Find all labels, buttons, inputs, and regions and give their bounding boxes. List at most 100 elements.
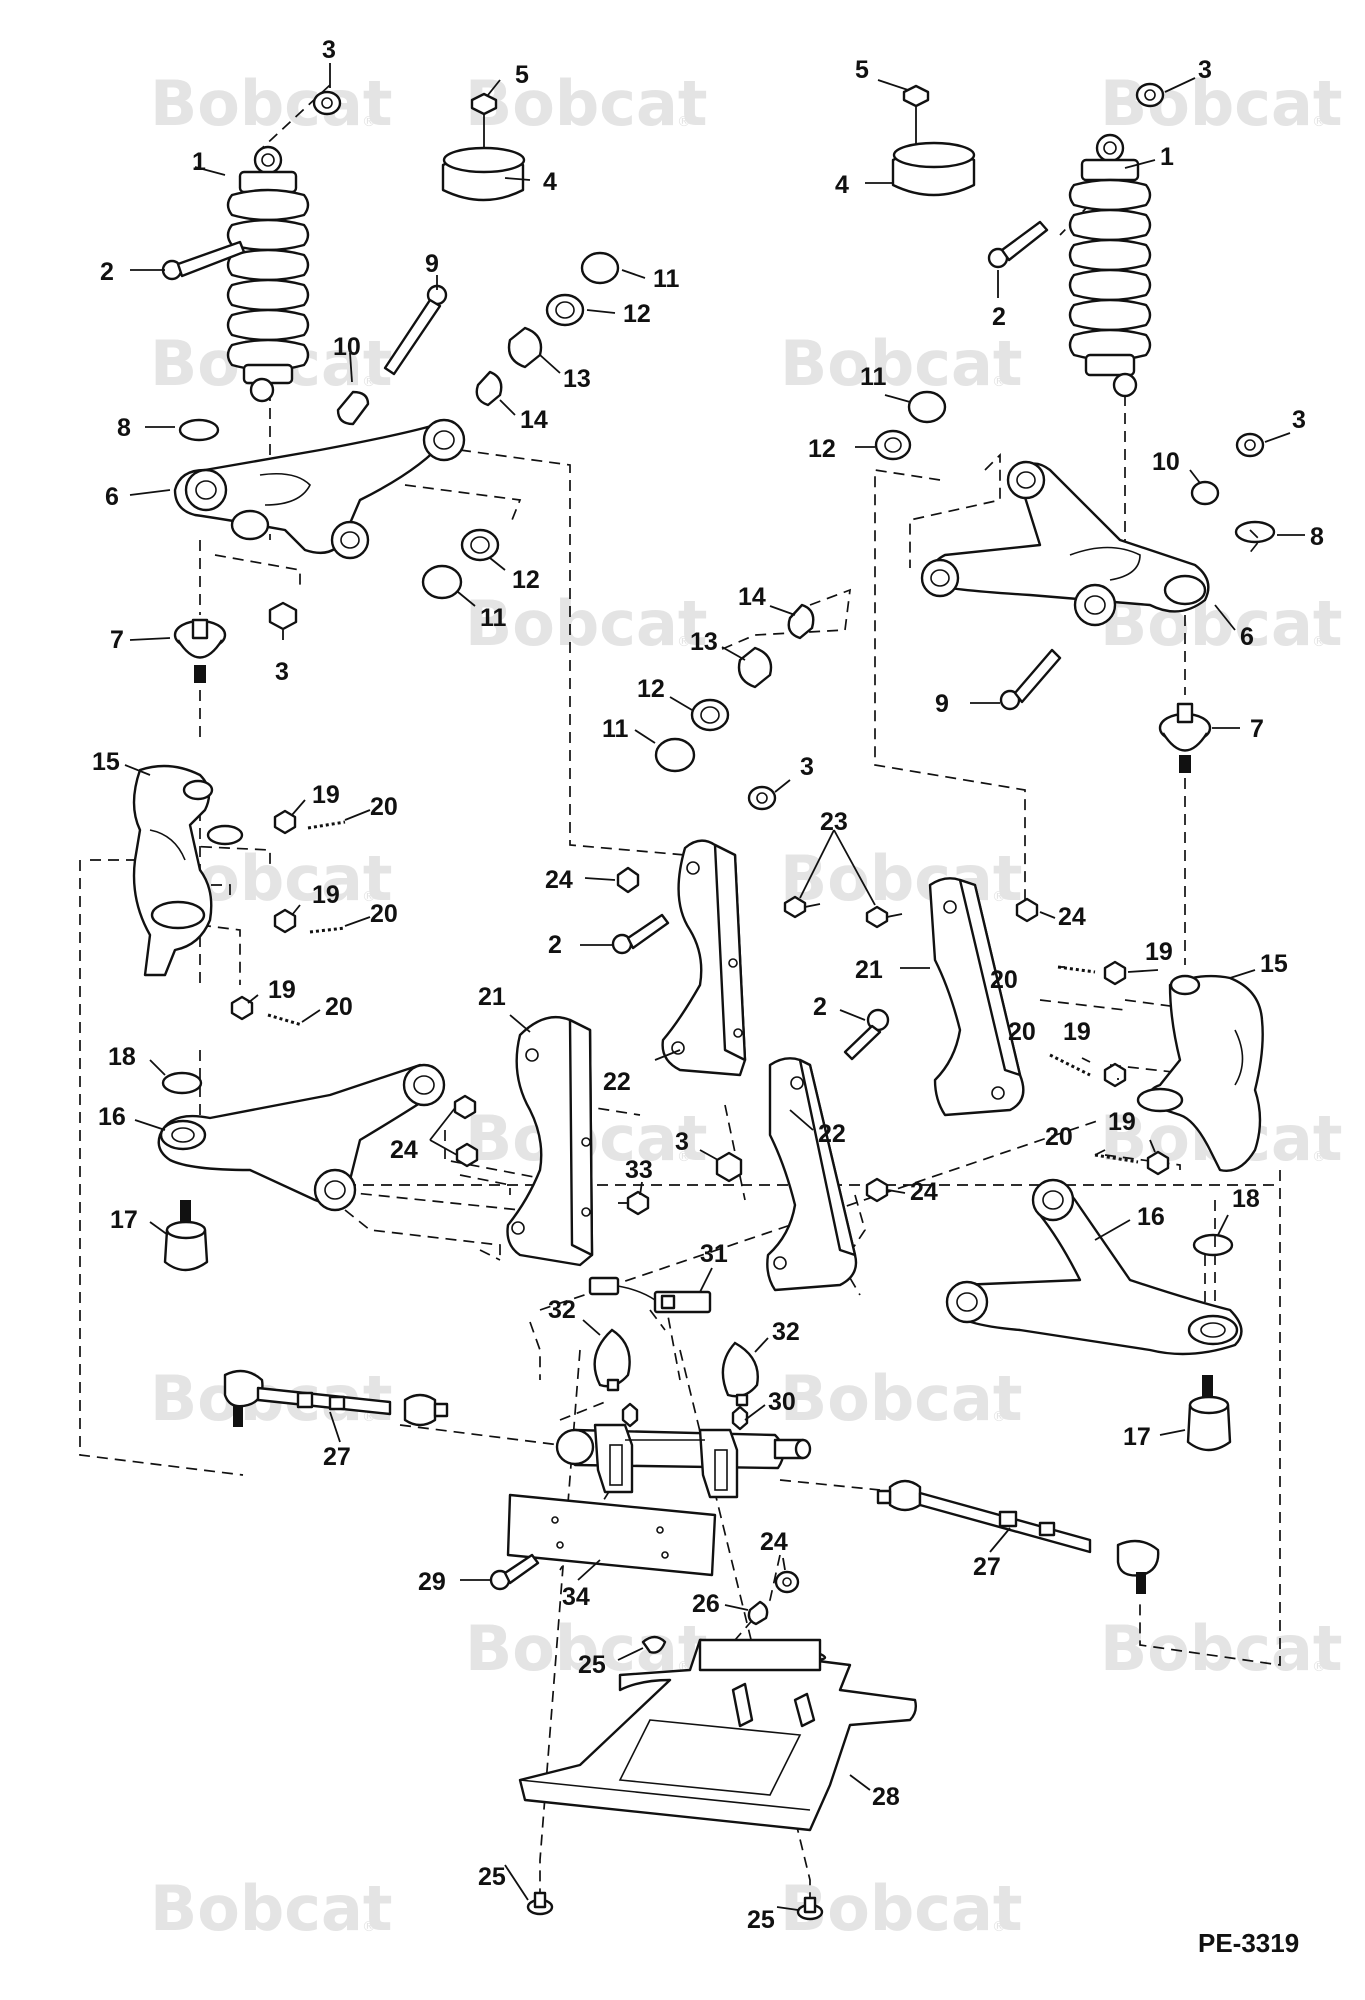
coil-over-shock-right — [1068, 133, 1152, 398]
callout-12: 12 — [623, 300, 651, 328]
svg-text:®: ® — [992, 1919, 1006, 1935]
pivot-bolt-9-right — [999, 648, 1062, 711]
callout-11: 11 — [602, 715, 629, 743]
cotter-pins-20-left — [267, 820, 346, 1027]
nut-5-right — [902, 84, 930, 145]
ball-joint-17-right — [1186, 1375, 1232, 1452]
callout-24: 24 — [1058, 903, 1086, 931]
ball-joint-7-right — [1158, 702, 1212, 773]
bracket-22-upper-left — [661, 839, 747, 1077]
callout-29: 29 — [418, 1568, 446, 1596]
nut-3-left-2 — [268, 601, 298, 631]
callout-8: 8 — [117, 414, 131, 442]
ball-joint-7-left — [173, 618, 227, 683]
callout-7: 7 — [110, 626, 124, 654]
mounting-plate-34 — [506, 1493, 717, 1577]
watermark-layer: Bobcat® Bobcat® Bobcat® Bobcat® Bobcat® … — [150, 67, 1342, 1945]
steering-knuckle-15-right — [1136, 974, 1264, 1172]
retaining-ring-11-left-2 — [421, 564, 463, 600]
svg-text:®: ® — [1312, 114, 1326, 130]
nuts-19-left — [230, 809, 297, 1021]
callout-23: 23 — [820, 808, 848, 836]
bolt-2-right — [987, 220, 1049, 269]
callout-26: 26 — [692, 1590, 720, 1618]
watermark-logo: Bobcat® — [780, 1362, 1022, 1435]
callout-25: 25 — [578, 1651, 606, 1679]
callout-17: 17 — [110, 1206, 138, 1234]
steering-rack-30 — [555, 1402, 812, 1499]
svg-text:Bobcat: Bobcat — [1100, 67, 1342, 140]
callout-1: 1 — [192, 148, 206, 176]
nut-5-left — [470, 92, 498, 150]
callout-24: 24 — [760, 1528, 788, 1556]
ring-8-left — [178, 418, 220, 442]
svg-text:Bobcat: Bobcat — [465, 587, 707, 660]
nut-3-right-2 — [1235, 432, 1265, 458]
callout-12: 12 — [512, 566, 540, 594]
bushing-10-left — [336, 390, 370, 426]
svg-text:®: ® — [1312, 634, 1326, 650]
skid-plate-28 — [518, 1638, 918, 1832]
bolt-29 — [489, 1553, 540, 1591]
callout-6: 6 — [1240, 623, 1254, 651]
callout-11: 11 — [860, 363, 887, 391]
callout-11: 11 — [480, 604, 507, 632]
callout-10: 10 — [333, 333, 361, 361]
callout-27: 27 — [323, 1443, 351, 1471]
watermark-logo: Bobcat® — [780, 327, 1022, 400]
callout-15: 15 — [92, 748, 120, 776]
bolts-23 — [783, 895, 903, 929]
bump-stop-4-left — [441, 146, 526, 202]
svg-text:®: ® — [992, 374, 1006, 390]
callout-9: 9 — [425, 250, 439, 278]
callout-24: 24 — [545, 866, 573, 894]
svg-text:Bobcat: Bobcat — [780, 327, 1022, 400]
watermark-logo: Bobcat® — [1100, 67, 1342, 140]
callout-20: 20 — [325, 993, 353, 1021]
callout-20: 20 — [1045, 1123, 1073, 1151]
callout-19: 19 — [312, 781, 340, 809]
callout-2: 2 — [548, 931, 562, 959]
watermark-logo: Bobcat® — [465, 67, 707, 140]
callout-17: 17 — [1123, 1423, 1151, 1451]
watermark-logo: Bobcat® — [150, 1872, 392, 1945]
callout-21: 21 — [478, 983, 506, 1011]
steering-knuckle-15-left — [132, 764, 214, 977]
callout-16: 16 — [1137, 1203, 1165, 1231]
watermark-logo: Bobcat® — [1100, 1612, 1342, 1685]
svg-text:®: ® — [362, 889, 376, 905]
cable-tie-32-right — [721, 1341, 759, 1407]
watermark-logo: Bobcat® — [465, 587, 707, 660]
leader-lines — [124, 63, 1305, 1911]
nut-24-lower-right — [865, 1177, 889, 1203]
washer-12-left — [545, 293, 585, 327]
callout-14: 14 — [520, 406, 548, 434]
callout-12: 12 — [637, 675, 665, 703]
callout-31: 31 — [700, 1240, 728, 1268]
svg-text:®: ® — [362, 114, 376, 130]
upper-a-arm-6-left — [173, 418, 466, 560]
callout-19: 19 — [1108, 1108, 1136, 1136]
svg-text:®: ® — [1312, 1659, 1326, 1675]
nut-3-right — [1135, 82, 1165, 108]
sleeve-14-right — [787, 603, 815, 640]
callout-9: 9 — [935, 690, 949, 718]
callout-25: 25 — [747, 1906, 775, 1934]
callout-11: 11 — [653, 265, 680, 293]
callout-32: 32 — [548, 1296, 576, 1324]
nut-3-center-2 — [715, 1151, 743, 1183]
callout-13: 13 — [690, 628, 718, 656]
svg-text:Bobcat: Bobcat — [780, 1362, 1022, 1435]
nut-24-skid — [774, 1570, 800, 1594]
callout-15: 15 — [1260, 950, 1288, 978]
nut-24-right-top — [1015, 897, 1039, 923]
bolt-2-left — [161, 240, 246, 281]
lower-a-arm-16-left — [157, 1063, 446, 1212]
bolts-24-left — [453, 1094, 479, 1168]
watermark-logo: Bobcat® — [150, 67, 392, 140]
callout-30: 30 — [768, 1388, 796, 1416]
callout-1: 1 — [1160, 143, 1174, 171]
bushing-13-left — [507, 326, 543, 369]
callout-19: 19 — [1145, 938, 1173, 966]
